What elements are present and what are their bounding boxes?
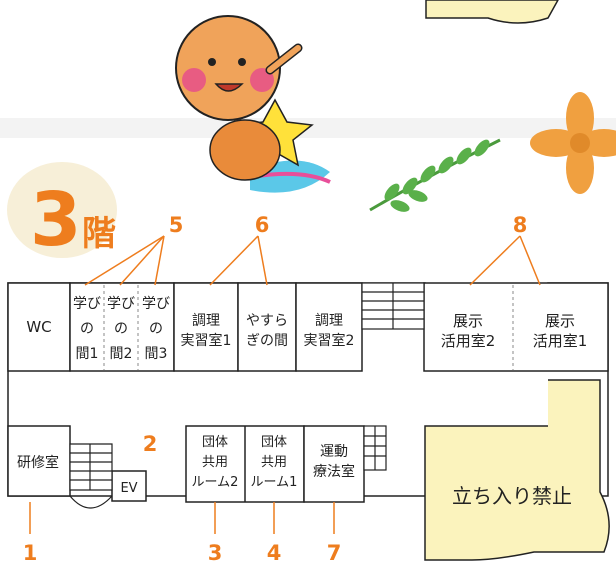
floor-suffix: 階 [82,214,116,254]
kenshu-label: 研修室 [17,454,59,471]
callout-1: 1 [23,541,38,565]
svg-text:ルーム2: ルーム2 [192,475,239,490]
callout-2: 2 [143,432,158,456]
room-kenshu [7,425,71,497]
floor-heading-blob [7,162,117,258]
tenji-1-label: 展示 活用室1 [533,312,588,350]
svg-text:団体: 団体 [261,435,287,450]
svg-text:展示: 展示 [453,312,483,330]
callout-5: 5 [169,213,184,237]
svg-text:実習室2: 実習室2 [304,332,355,349]
svg-text:の: の [149,321,163,337]
restricted-area [425,380,610,560]
tenji-2-label: 展示 活用室2 [441,312,496,350]
dantai-1-label: 団体 共用 ルーム1 [251,435,298,490]
svg-text:ぎの間: ぎの間 [246,333,288,349]
svg-text:展示: 展示 [545,312,575,330]
flower-icon [530,92,616,194]
svg-text:活用室2: 活用室2 [441,332,496,350]
svg-text:学び: 学び [73,296,101,312]
dantai-2-label: 団体 共用 ルーム2 [192,435,239,490]
svg-text:活用室1: 活用室1 [533,332,588,350]
svg-text:やすら: やすら [246,313,288,329]
svg-text:の: の [80,321,94,337]
room-chori-1 [173,282,239,372]
svg-text:の: の [114,321,128,337]
callout-3: 3 [208,541,223,565]
room-manabi-group [69,282,175,372]
room-yasuragi [237,282,297,372]
callout-lines [29,235,541,534]
svg-text:調理: 調理 [315,313,343,329]
chori-2-label: 調理 実習室2 [304,313,355,349]
mascot-character-icon [175,15,331,193]
svg-text:療法室: 療法室 [313,463,355,480]
corridor [10,372,424,424]
svg-text:間2: 間2 [110,346,133,362]
manabi-1-label: 学び の 間1 [73,296,101,362]
svg-text:間1: 間1 [76,346,99,362]
ev-label: EV [120,481,137,496]
room-tenji-group [423,282,609,372]
svg-text:学び: 学び [107,296,135,312]
wc-label: WC [26,318,51,336]
top-stairs [361,282,425,330]
chori-1-label: 調理 実習室1 [181,313,232,349]
svg-text:団体: 団体 [202,435,228,450]
svg-text:間3: 間3 [145,346,168,362]
fern-leaf-icon [369,138,501,212]
svg-text:ルーム1: ルーム1 [251,475,298,490]
elevator [111,470,147,502]
svg-text:学び: 学び [142,296,170,312]
manabi-3-label: 学び の 間3 [142,296,170,362]
callout-7: 7 [327,541,342,565]
svg-text:共用: 共用 [261,455,287,470]
top-restricted-box [425,0,559,24]
right-stairs [363,425,387,471]
callout-6: 6 [255,213,270,237]
callout-8: 8 [513,213,528,237]
yasuragi-label: やすら ぎの間 [246,313,288,349]
restricted-label: 立ち入り禁止 [452,484,572,508]
manabi-2-label: 学び の 間2 [107,296,135,362]
svg-text:実習室1: 実習室1 [181,332,232,349]
undo-label: 運動 療法室 [313,444,355,480]
callout-4: 4 [267,541,282,565]
left-stairs [69,443,113,509]
svg-text:共用: 共用 [202,455,228,470]
floor-number: 3 [30,177,82,263]
svg-text:運動: 運動 [320,444,348,460]
svg-text:調理: 調理 [192,313,220,329]
room-undo [303,425,365,503]
room-chori-2 [295,282,363,372]
